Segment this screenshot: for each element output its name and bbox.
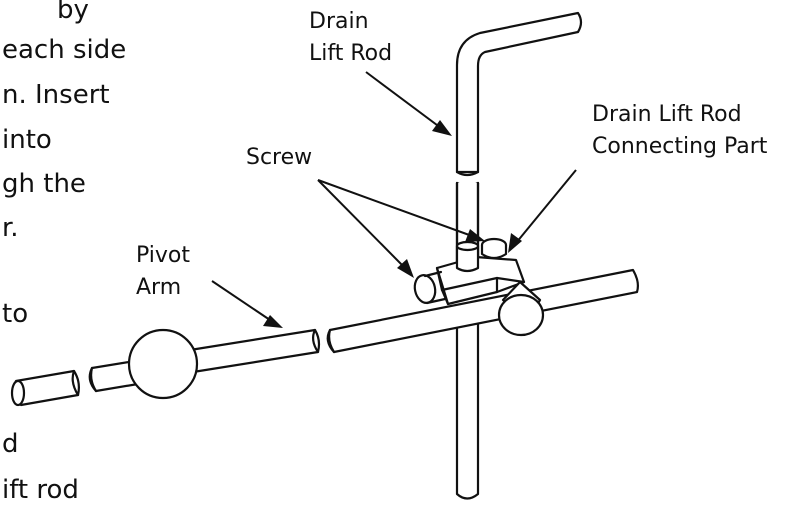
left-text-line-6: r. <box>2 213 19 243</box>
arrow-connecting-part <box>508 169 577 253</box>
label-connecting-part-line-1: Drain Lift Rod <box>592 102 742 127</box>
label-drain-lift-rod-line-1: Drain <box>309 9 369 34</box>
pivot-arm-right-segment <box>326 268 639 354</box>
label-drain-lift-rod-line-2: Lift Rod <box>309 41 392 66</box>
arrow-screw-left <box>317 179 414 278</box>
left-text-line-2: each side <box>2 35 126 65</box>
label-connecting-part-line-2: Connecting Part <box>592 134 768 159</box>
label-drain-lift-rod: Drain Lift Rod <box>309 9 392 66</box>
label-pivot-arm-line-1: Pivot <box>136 243 190 268</box>
left-text-line-4: into <box>2 125 52 155</box>
label-connecting-part: Drain Lift Rod Connecting Part <box>592 102 768 159</box>
label-pivot-arm: Pivot Arm <box>136 243 190 300</box>
left-text-line-9: ift rod <box>2 475 79 505</box>
left-text-line-7: to <box>2 299 28 329</box>
arrow-drain-lift-rod <box>365 71 452 136</box>
pivot-arm-left-segment <box>10 328 321 407</box>
arrow-screw-top <box>317 179 485 242</box>
left-text-line-5: gh the <box>2 169 86 199</box>
connecting-block <box>413 237 545 337</box>
label-pivot-arm-line-2: Arm <box>136 275 181 300</box>
arrow-pivot-arm <box>211 280 283 328</box>
left-text-line-8: d <box>2 429 19 459</box>
label-screw: Screw <box>246 145 312 170</box>
left-text-line-3: n. Insert <box>2 80 110 110</box>
left-text-column: by each side n. Insert into gh the r. to… <box>2 0 126 505</box>
left-text-line-1: by <box>57 0 89 25</box>
